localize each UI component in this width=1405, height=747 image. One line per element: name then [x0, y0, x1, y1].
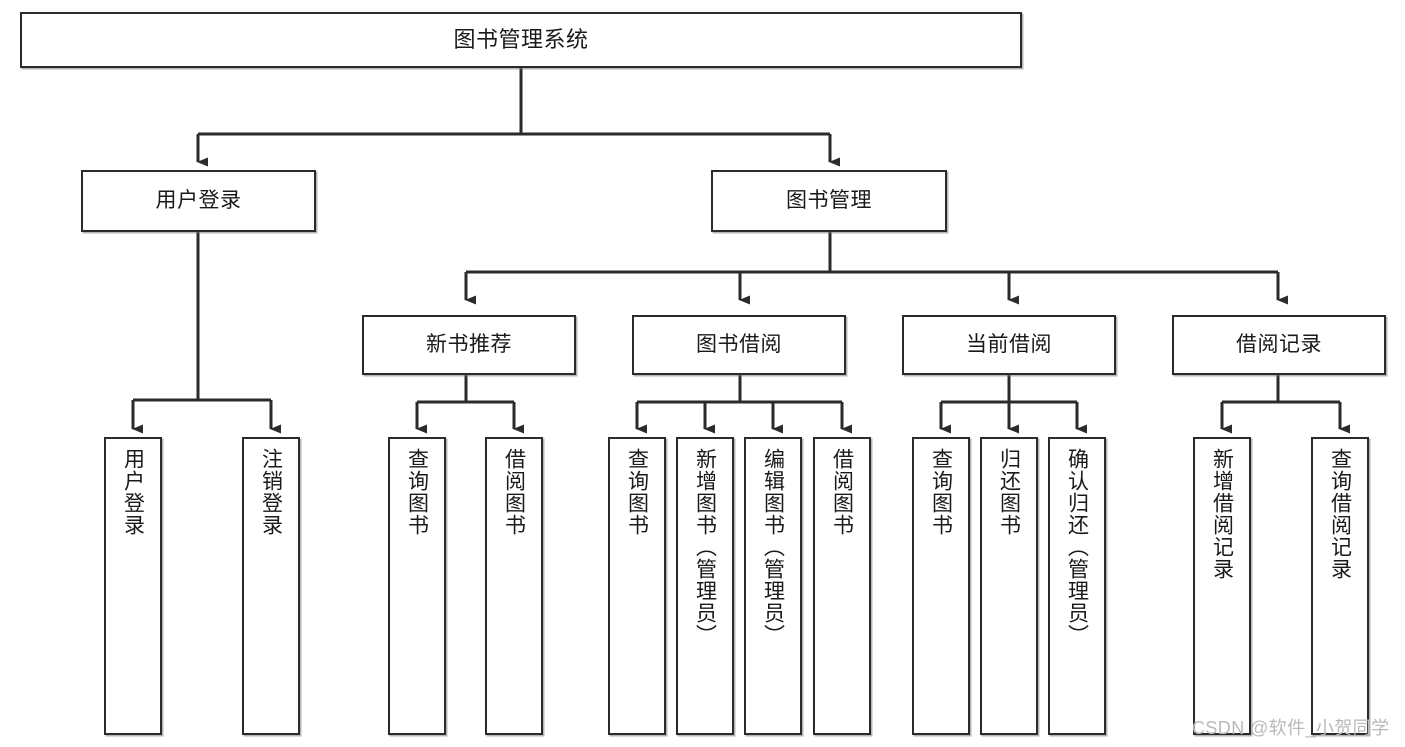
node-leaf-confirm-return-admin[interactable]: 确认归还（管理员）	[1048, 437, 1106, 735]
node-leaf-add-book-admin[interactable]: 新增图书（管理员）	[676, 437, 734, 735]
node-label: 编辑图书（管理员）	[761, 448, 785, 646]
node-label: 用户登录	[121, 448, 145, 536]
node-label: 归还图书	[997, 448, 1021, 536]
node-leaf-query-book-current[interactable]: 查询图书	[912, 437, 970, 735]
node-root-book-management-system[interactable]: 图书管理系统	[20, 12, 1022, 68]
node-label: 用户登录	[155, 188, 242, 212]
node-leaf-return-book[interactable]: 归还图书	[980, 437, 1038, 735]
node-leaf-add-borrow-record[interactable]: 新增借阅记录	[1193, 437, 1251, 735]
node-leaf-user-logout[interactable]: 注销登录	[242, 437, 300, 735]
node-label: 新书推荐	[426, 332, 512, 356]
node-label: 借阅图书	[830, 448, 854, 536]
node-label: 注销登录	[259, 448, 283, 536]
node-leaf-user-login[interactable]: 用户登录	[104, 437, 162, 735]
node-label: 图书管理	[786, 188, 872, 212]
node-leaf-query-book-borrow[interactable]: 查询图书	[608, 437, 666, 735]
node-label: 图书借阅	[696, 332, 782, 356]
node-label: 图书管理系统	[453, 27, 589, 53]
node-leaf-edit-book-admin[interactable]: 编辑图书（管理员）	[744, 437, 802, 735]
node-label: 查询借阅记录	[1328, 448, 1352, 580]
node-book-manage[interactable]: 图书管理	[711, 170, 947, 232]
node-label: 查询图书	[929, 448, 953, 536]
node-current-borrow[interactable]: 当前借阅	[902, 315, 1116, 375]
node-label: 新增借阅记录	[1210, 448, 1234, 580]
csdn-watermark: CSDN @软件_小贺同学	[1192, 718, 1390, 738]
node-borrow-record[interactable]: 借阅记录	[1172, 315, 1386, 375]
node-user-login[interactable]: 用户登录	[81, 170, 316, 232]
node-leaf-query-borrow-record[interactable]: 查询借阅记录	[1311, 437, 1369, 735]
node-label: 当前借阅	[966, 332, 1052, 356]
node-new-book-recommend[interactable]: 新书推荐	[362, 315, 576, 375]
node-label: 查询图书	[625, 448, 649, 536]
node-leaf-borrow-book-recommend[interactable]: 借阅图书	[485, 437, 543, 735]
node-label: 借阅记录	[1236, 332, 1322, 356]
node-label: 新增图书（管理员）	[693, 448, 717, 646]
node-leaf-borrow-book[interactable]: 借阅图书	[813, 437, 871, 735]
node-label: 确认归还（管理员）	[1065, 448, 1089, 646]
node-book-borrow[interactable]: 图书借阅	[632, 315, 846, 375]
node-leaf-query-book-recommend[interactable]: 查询图书	[388, 437, 446, 735]
node-label: 查询图书	[405, 448, 429, 536]
node-label: 借阅图书	[502, 448, 526, 536]
